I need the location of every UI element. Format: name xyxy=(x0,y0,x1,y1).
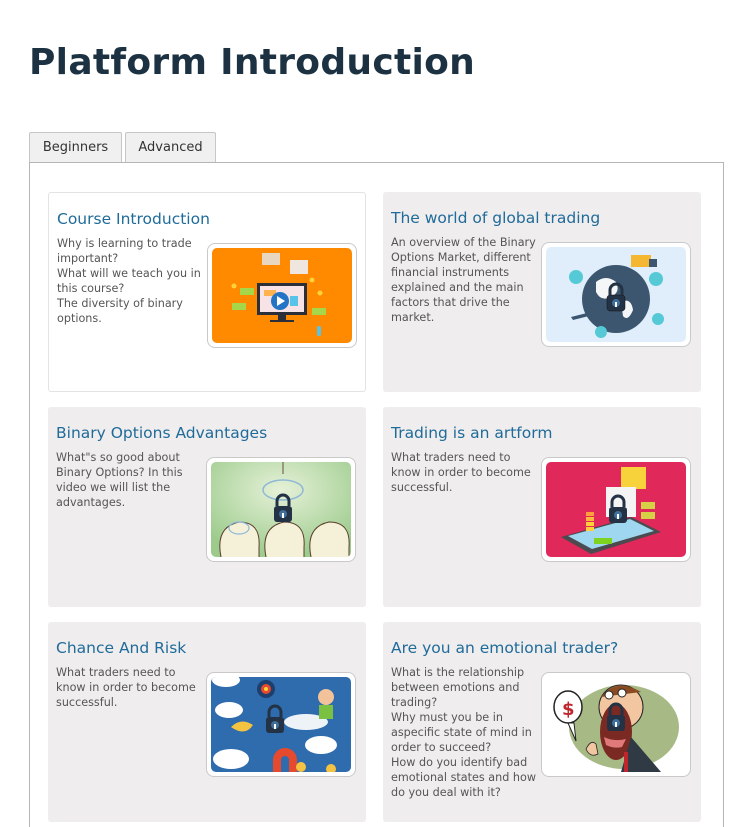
course-thumbnail[interactable] xyxy=(206,457,356,562)
course-panel: Course Introduction Why is learning to t… xyxy=(29,162,724,827)
course-title[interactable]: Course Introduction xyxy=(57,210,210,228)
video-lesson-monitor-play-icon xyxy=(212,248,352,343)
course-description: What"s so good about Binary Options? In … xyxy=(56,451,183,509)
tab-advanced[interactable]: Advanced xyxy=(125,132,216,163)
course-thumbnail[interactable] xyxy=(541,457,691,562)
course-card-are-you-an-emotional-trader[interactable]: Are you an emotional trader? What is the… xyxy=(383,622,701,822)
course-description: What traders need to know in order to be… xyxy=(391,451,531,494)
course-description: What is the relationship between emotion… xyxy=(391,666,536,799)
course-title[interactable]: Are you an emotional trader? xyxy=(391,639,619,657)
course-title[interactable]: Trading is an artform xyxy=(391,424,553,442)
svg-text:$: $ xyxy=(562,699,575,720)
tab-beginners[interactable]: Beginners xyxy=(29,132,122,163)
course-title[interactable]: Binary Options Advantages xyxy=(56,424,268,442)
course-card-world-of-global-trading[interactable]: The world of global trading An overview … xyxy=(383,192,701,392)
course-title[interactable]: Chance And Risk xyxy=(56,639,187,657)
course-card-trading-is-an-artform[interactable]: Trading is an artform What traders need … xyxy=(383,407,701,607)
course-title[interactable]: The world of global trading xyxy=(391,209,601,227)
tab-bar: Beginners Advanced xyxy=(29,132,216,163)
course-card-chance-and-risk[interactable]: Chance And Risk What traders need to kno… xyxy=(48,622,366,822)
course-card-binary-options-advantages[interactable]: Binary Options Advantages What"s so good… xyxy=(48,407,366,607)
course-description: What traders need to know in order to be… xyxy=(56,666,196,709)
course-thumbnail[interactable] xyxy=(206,672,356,777)
page-title: Platform Introduction xyxy=(29,42,476,83)
globe-lock-icon xyxy=(546,247,686,342)
course-thumbnail[interactable] xyxy=(207,243,357,348)
screaming-man-lock-icon: $ xyxy=(546,677,686,772)
course-thumbnail[interactable]: $ xyxy=(541,672,691,777)
infographic-magnet-lock-icon xyxy=(211,677,351,772)
heads-brain-lock-icon xyxy=(211,462,351,557)
course-thumbnail[interactable] xyxy=(541,242,691,347)
course-description: An overview of the Binary Options Market… xyxy=(391,236,536,324)
course-card-course-introduction[interactable]: Course Introduction Why is learning to t… xyxy=(48,192,366,392)
course-description: Why is learning to trade important? What… xyxy=(57,237,201,325)
tablet-coins-lock-icon xyxy=(546,462,686,557)
